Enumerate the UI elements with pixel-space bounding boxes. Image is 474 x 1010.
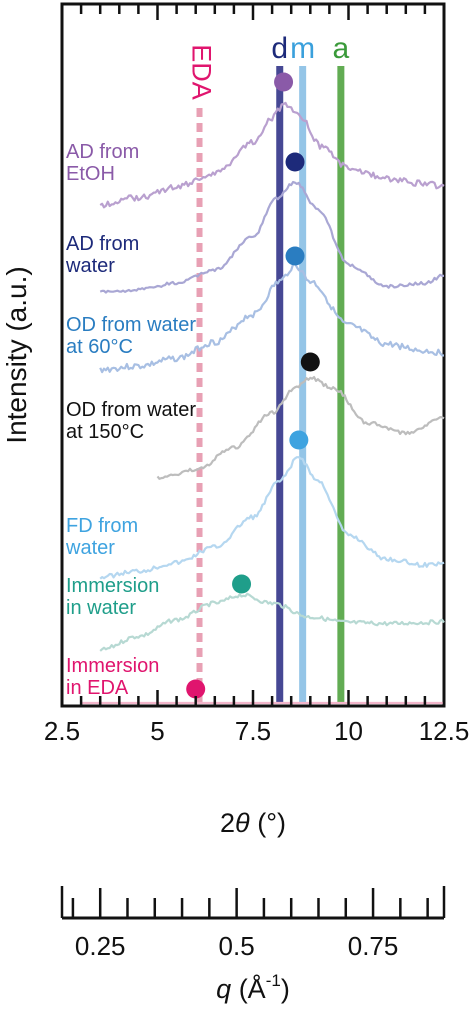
x-tick-label: 2.5 [44,716,80,746]
x-axis-label-prefix: 2 [220,808,235,838]
peak-marker [186,679,206,699]
x-axis-label: 2θ (°) [220,808,286,838]
series-label-line: AD from [66,233,139,255]
q-tick-label: 0.5 [219,931,255,961]
series-label-line: EtOH [66,163,115,185]
x-tick-label: 5 [150,716,164,746]
q-axis-label-symbol: q [216,974,231,1004]
series-label-line: OD from water [66,314,196,336]
top-ticks [60,4,446,20]
series-label-line: water [65,255,115,277]
q-tick-label: 0.75 [348,931,399,961]
series-trace [99,180,445,294]
series-label-line: FD from [66,515,138,537]
y-axis-label: Intensity (a.u.) [1,266,32,443]
q-axis-label-exp: -1 [266,971,281,990]
series-label-line: water [65,537,115,559]
bottom-ticks [60,690,446,706]
q-axis-label-unit: (Å [231,973,266,1004]
series-label-line: in water [66,597,136,619]
x-tick-label: 10 [334,716,363,746]
series-trace [99,456,445,580]
peak-marker [232,574,252,594]
series-label-line: at 150°C [66,421,144,443]
series-label-line: Immersion [66,655,159,677]
series-trace [99,592,445,652]
peak-marker [285,246,305,266]
x-tick-label: 12.5 [419,716,470,746]
series-label-line: Immersion [66,575,159,597]
series-label-line: AD from [66,141,139,163]
reference-label-m: m [290,32,315,65]
x-axis-label-unit: (°) [250,808,286,838]
q-ticks [60,886,446,918]
series-label-line: in EDA [66,677,129,699]
q-tick-label: 0.25 [75,931,126,961]
q-tick-labels: 0.25 0.5 0.75 [75,931,398,961]
x-axis-label-symbol: θ [235,808,250,838]
reference-label-eda: EDA [186,44,216,100]
reference-label-d: d [271,32,288,65]
peak-marker [289,430,309,450]
q-axis-label-close: ) [281,974,290,1004]
series-trace [99,101,445,209]
series-label-line: OD from water [66,399,196,421]
x-tick-label: 7.5 [235,716,271,746]
q-axis-label: q (Å-1) [216,971,290,1004]
q-axis: 0.25 0.5 0.75 q (Å-1) [60,886,446,1004]
x-tick-labels: 2.5 5 7.5 10 12.5 [44,716,469,746]
series-trace [99,262,445,374]
peak-marker [274,72,294,92]
reference-lines [196,66,345,702]
peak-marker [285,152,305,172]
series-trace [156,376,445,480]
reference-label-a: a [333,32,350,65]
series-label-line: at 60°C [66,336,133,358]
peak-marker [300,352,320,372]
